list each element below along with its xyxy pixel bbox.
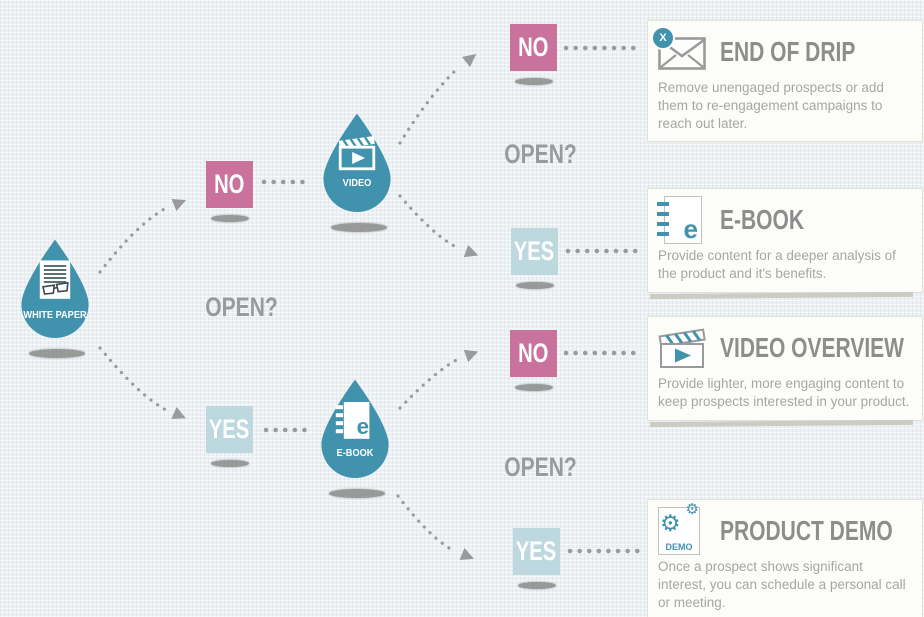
ebook-drop-icon: e	[321, 379, 389, 478]
node-video: VIDEO	[317, 112, 397, 212]
arrow-ebook-to-no	[398, 357, 460, 410]
badge-yes-video-shadow	[516, 282, 554, 289]
open-question-video: OPEN?	[504, 139, 577, 169]
card-title-ebook: E-BOOK	[720, 204, 804, 235]
white-paper-drop-icon	[21, 239, 89, 338]
product-demo-icon: ⚙ ⚙ DEMO	[658, 502, 700, 555]
card-title-product-demo: PRODUCT DEMO	[720, 515, 893, 546]
card-end-of-drip: X END OF DRIP Remove unengaged prospects…	[647, 20, 923, 143]
white-paper-label: WHITE PAPER	[23, 310, 87, 321]
card-desc-end-of-drip: Remove unengaged prospects or add them t…	[658, 80, 884, 131]
badge-no-ebook: NO	[510, 330, 557, 377]
node-ebook: e E-BOOK	[315, 378, 395, 478]
open-question-root: OPEN?	[205, 292, 278, 322]
node-white-paper: WHITE PAPER	[15, 238, 95, 338]
clapperboard-icon	[658, 328, 706, 368]
arrow-video-to-yes	[398, 194, 460, 250]
envelope-icon: X	[651, 25, 706, 70]
card-title-video-overview: VIDEO OVERVIEW	[720, 332, 904, 363]
badge-no-ebook-shadow	[515, 384, 553, 391]
badge-no-video: NO	[510, 24, 557, 71]
ebook-card-icon: e	[657, 196, 702, 244]
arrowhead	[463, 349, 479, 363]
badge-yes-video: YES	[511, 228, 558, 275]
badge-yes-root: YES	[206, 406, 253, 453]
card-video-overview: VIDEO OVERVIEW Provide lighter, more eng…	[647, 316, 923, 427]
badge-yes-root-shadow	[211, 460, 249, 467]
arrowhead	[171, 198, 187, 212]
arrow-whitepaper-to-no	[98, 206, 168, 274]
card-title-end-of-drip: END OF DRIP	[720, 36, 856, 67]
arrowhead	[463, 244, 479, 258]
card-ebook: e E-BOOK Provide content for a deeper an…	[647, 188, 923, 299]
arrowhead	[459, 547, 475, 561]
arrow-whitepaper-to-yes	[98, 346, 168, 412]
gear-icon: ⚙	[685, 501, 699, 518]
video-drop-icon	[323, 113, 391, 212]
arrow-video-to-no	[398, 66, 460, 145]
demo-icon-label: DEMO	[665, 542, 693, 552]
video-label: VIDEO	[342, 178, 372, 189]
card-desc-ebook: Provide content for a deeper analysis of…	[658, 248, 896, 281]
badge-no-video-shadow	[515, 78, 553, 85]
ebook-drop-letter: e	[357, 414, 369, 439]
badge-no-root-shadow	[211, 215, 249, 222]
arrowhead	[461, 53, 477, 68]
video-shadow	[331, 223, 387, 232]
card-desc-product-demo: Once a prospect shows significant intere…	[658, 559, 906, 610]
open-question-ebook: OPEN?	[504, 452, 577, 482]
arrow-ebook-to-yes	[396, 494, 456, 553]
card-product-demo: ⚙ ⚙ DEMO PRODUCT DEMO Once a prospect sh…	[647, 499, 923, 617]
white-paper-shadow	[29, 349, 85, 358]
badge-yes-ebook: YES	[513, 528, 560, 575]
arrowhead	[171, 407, 186, 419]
badge-no-root: NO	[206, 161, 253, 208]
ebook-shadow	[329, 489, 385, 498]
gear-icon: ⚙	[660, 510, 681, 536]
x-badge-icon: X	[651, 25, 675, 50]
badge-yes-ebook-shadow	[518, 582, 556, 589]
ebook-label: E-BOOK	[336, 448, 374, 459]
ebook-letter: e	[683, 214, 698, 244]
card-desc-video-overview: Provide lighter, more engaging content t…	[658, 376, 910, 409]
